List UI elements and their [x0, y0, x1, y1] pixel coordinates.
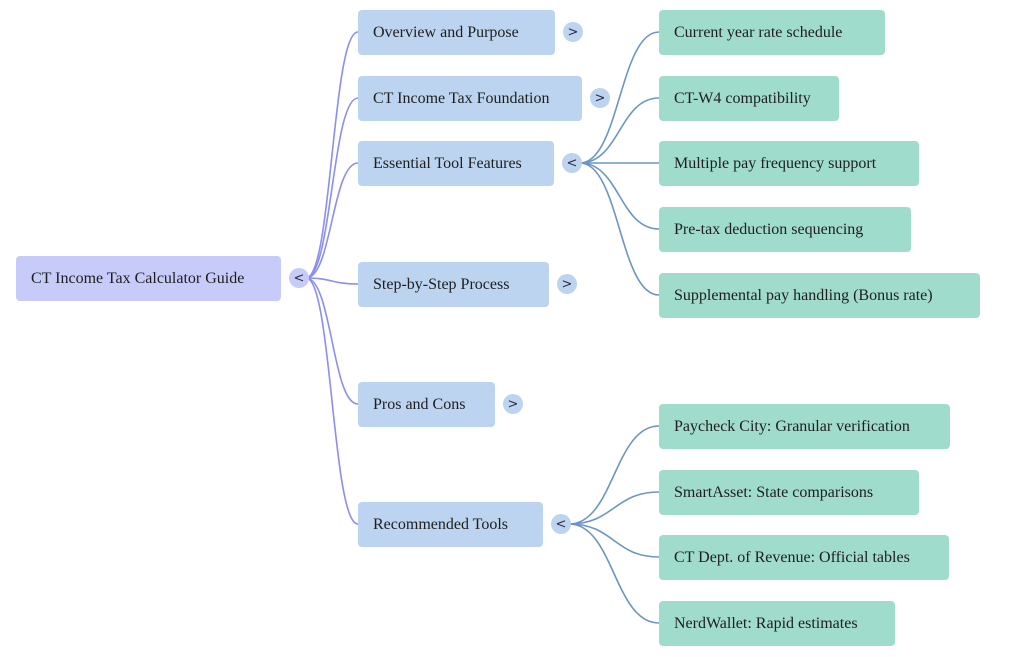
branch-label: CT Income Tax Foundation [373, 89, 550, 107]
connector-root-to-branch [305, 277, 359, 285]
branch-pros-and-cons[interactable]: Pros and Cons [358, 382, 495, 427]
leaf-label: CT-W4 compatibility [674, 89, 811, 107]
leaf-label: NerdWallet: Rapid estimates [674, 614, 858, 632]
leaf-nerdwallet[interactable]: NerdWallet: Rapid estimates [659, 601, 895, 646]
leaf-label: Multiple pay frequency support [674, 154, 877, 172]
leaf-pay-frequency[interactable]: Multiple pay frequency support [659, 141, 919, 186]
leaf-ct-dept-revenue[interactable]: CT Dept. of Revenue: Official tables [659, 535, 949, 580]
branch-step-by-step-process[interactable]: Step-by-Step Process [358, 262, 549, 307]
leaf-pretax-deduction[interactable]: Pre-tax deduction sequencing [659, 207, 911, 252]
leaf-label: Pre-tax deduction sequencing [674, 220, 864, 238]
connector-root-to-branch [305, 162, 359, 279]
leaf-label: Supplemental pay handling (Bonus rate) [674, 286, 933, 304]
branch-ct-income-tax-foundation[interactable]: CT Income Tax Foundation [358, 76, 582, 121]
connector-features-to-leaf [579, 162, 660, 230]
leaf-label: Current year rate schedule [674, 23, 843, 41]
connector-features-to-leaf [579, 31, 660, 164]
expand-toggle-overview[interactable]: > [563, 22, 583, 42]
branch-overview-and-purpose[interactable]: Overview and Purpose [358, 10, 555, 55]
root-collapse-toggle[interactable]: < [289, 268, 309, 288]
root-label: CT Income Tax Calculator Guide [31, 269, 245, 287]
root-node[interactable]: CT Income Tax Calculator Guide [16, 256, 281, 301]
leaf-paycheck-city[interactable]: Paycheck City: Granular verification [659, 404, 950, 449]
leaf-label: CT Dept. of Revenue: Official tables [674, 548, 910, 566]
branch-label: Recommended Tools [373, 515, 509, 533]
leaf-rate-schedule[interactable]: Current year rate schedule [659, 10, 885, 55]
branch-label: Step-by-Step Process [373, 275, 510, 293]
connector-root-to-branch [305, 277, 359, 405]
connector-tools-to-leaf [568, 425, 660, 525]
leaf-supplemental-pay[interactable]: Supplemental pay handling (Bonus rate) [659, 273, 980, 318]
leaf-label: SmartAsset: State comparisons [674, 483, 874, 501]
branch-essential-tool-features[interactable]: Essential Tool Features [358, 141, 554, 186]
expand-toggle-pros-cons[interactable]: > [503, 394, 523, 414]
connector-features-to-leaf [579, 162, 660, 296]
expand-toggle-process[interactable]: > [557, 274, 577, 294]
branch-label: Overview and Purpose [373, 23, 519, 41]
connector-tools-to-leaf [568, 491, 660, 525]
leaf-ct-w4[interactable]: CT-W4 compatibility [659, 76, 839, 121]
connector-tools-to-leaf [568, 523, 660, 624]
connector-tools-to-leaf [568, 523, 660, 558]
connector-root-to-branch [305, 97, 359, 279]
expand-toggle-foundation[interactable]: > [590, 88, 610, 108]
collapse-toggle-features[interactable]: < [562, 153, 582, 173]
leaf-label: Paycheck City: Granular verification [674, 417, 910, 435]
branch-label: Essential Tool Features [373, 154, 522, 172]
branch-recommended-tools[interactable]: Recommended Tools [358, 502, 543, 547]
connector-features-to-leaf [579, 97, 660, 164]
leaf-smartasset[interactable]: SmartAsset: State comparisons [659, 470, 919, 515]
collapse-toggle-tools[interactable]: < [551, 514, 571, 534]
connector-root-to-branch [305, 277, 359, 525]
branch-label: Pros and Cons [373, 395, 466, 413]
connector-root-to-branch [305, 31, 359, 279]
